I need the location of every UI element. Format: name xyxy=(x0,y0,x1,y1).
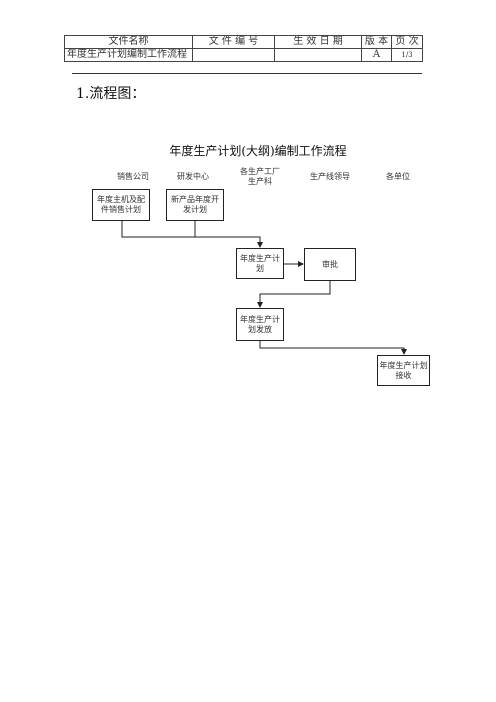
connector-approval-to-issue xyxy=(257,281,331,308)
header-values-row: 年度生产计划编制工作流程 A 1/3 xyxy=(64,48,423,62)
header-val-name: 年度生产计划编制工作流程 xyxy=(64,48,193,62)
lane-label-line-leader: 生产线领导 xyxy=(310,172,350,181)
header-val-page: 1/3 xyxy=(391,48,423,62)
box-approval: 审批 xyxy=(304,248,356,281)
lane-label-factory: 各生产工厂生产科 xyxy=(240,167,280,186)
header-divider xyxy=(72,73,422,74)
connector-issue-to-receive xyxy=(259,341,407,355)
lane-label-sales: 销售公司 xyxy=(117,172,149,181)
box-rd-plan: 新产品年度开发计划 xyxy=(166,189,224,221)
document-header-table: 文件名称 文 件 编 号 生 效 日 期 版 本 页 次 年度生产计划编制工作流… xyxy=(64,35,423,62)
section-title: 1.流程图： xyxy=(76,86,146,102)
connector-sales-to-plan xyxy=(121,221,263,248)
box-plan-issue: 年度生产计划发放 xyxy=(236,308,284,341)
lane-label-rd: 研发中心 xyxy=(177,172,209,181)
lane-label-units: 各单位 xyxy=(386,172,410,181)
box-sales-plan: 年度主机及配件销售计划 xyxy=(92,189,150,221)
header-labels-row: 文件名称 文 件 编 号 生 效 日 期 版 本 页 次 xyxy=(64,35,423,49)
box-plan-receive: 年度生产计划接收 xyxy=(377,355,430,386)
flowchart-title: 年度生产计划(大纲)编制工作流程 xyxy=(169,144,347,158)
box-production-plan: 年度生产计划 xyxy=(236,248,284,279)
